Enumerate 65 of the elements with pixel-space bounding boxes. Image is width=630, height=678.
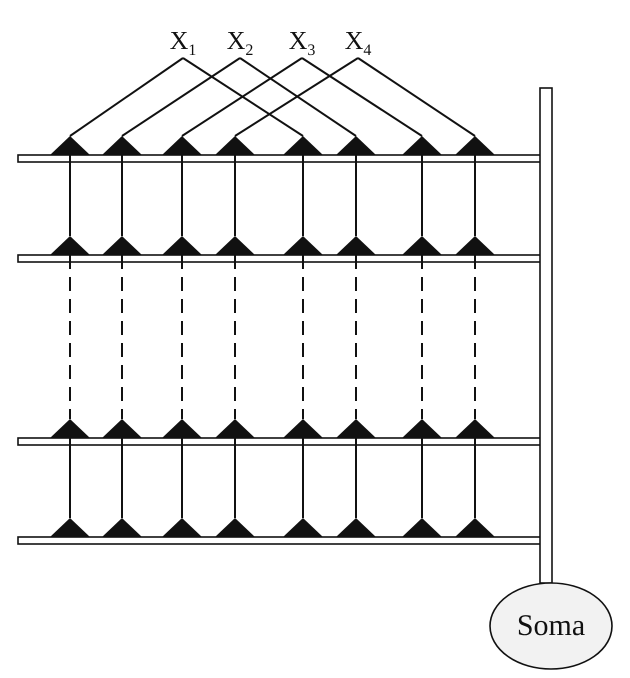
synapse-triangle	[402, 419, 442, 438]
synapse-triangle	[402, 136, 442, 155]
connector-line	[69, 255, 71, 419]
connector-line	[121, 255, 123, 419]
input-label: X$_{1}$	[163, 26, 203, 58]
connector-line	[355, 438, 357, 518]
synapse-triangle	[402, 236, 442, 255]
input-label: X$_{2}$	[220, 26, 260, 58]
synapse-triangle	[50, 419, 90, 438]
soma-ellipse: Soma	[489, 582, 613, 670]
synapse-triangle	[283, 136, 323, 155]
connector-line	[234, 255, 236, 419]
synapse-triangle	[215, 236, 255, 255]
connector-line	[234, 438, 236, 518]
connector-line	[69, 438, 71, 518]
synapse-triangle	[102, 419, 142, 438]
synapse-triangle	[336, 136, 376, 155]
connector-line	[355, 155, 357, 236]
synapse-triangle	[215, 136, 255, 155]
connector-line	[474, 155, 476, 236]
synapse-triangle	[283, 236, 323, 255]
synapse-triangle	[215, 419, 255, 438]
synapse-triangle	[162, 419, 202, 438]
connector-line	[181, 255, 183, 419]
synapse-triangle	[336, 518, 376, 537]
synapse-triangle	[102, 136, 142, 155]
connector-line	[181, 155, 183, 236]
synapse-triangle	[402, 518, 442, 537]
synapse-triangle	[162, 136, 202, 155]
synapse-triangle	[50, 236, 90, 255]
synapse-triangle	[283, 419, 323, 438]
connector-line	[421, 438, 423, 518]
synapse-triangle	[50, 518, 90, 537]
connector-line	[355, 255, 357, 419]
connector-line	[357, 57, 476, 137]
connector-line	[69, 57, 184, 137]
synapse-triangle	[455, 136, 495, 155]
synapse-triangle	[455, 518, 495, 537]
input-label: X$_{4}$	[338, 26, 378, 58]
synapse-triangle	[336, 419, 376, 438]
input-label: X$_{3}$	[282, 26, 322, 58]
connector-line	[69, 155, 71, 236]
synapse-triangle	[102, 518, 142, 537]
connector-line	[121, 57, 241, 137]
connector-line	[301, 57, 423, 137]
connector-line	[421, 255, 423, 419]
synapse-triangle	[162, 518, 202, 537]
connector-line	[234, 155, 236, 236]
connector-line	[302, 438, 304, 518]
synapse-triangle	[283, 518, 323, 537]
connector-line	[474, 438, 476, 518]
synapse-triangle	[102, 236, 142, 255]
synapse-triangle	[50, 136, 90, 155]
connector-line	[302, 255, 304, 419]
synapse-triangle	[215, 518, 255, 537]
connector-line	[181, 438, 183, 518]
connector-line	[421, 155, 423, 236]
connector-line	[121, 438, 123, 518]
synapse-triangle	[162, 236, 202, 255]
synapse-triangle	[455, 236, 495, 255]
connector-line	[302, 155, 304, 236]
connector-line	[121, 155, 123, 236]
synapse-triangle	[336, 236, 376, 255]
synapse-triangle	[455, 419, 495, 438]
connector-line	[474, 255, 476, 419]
